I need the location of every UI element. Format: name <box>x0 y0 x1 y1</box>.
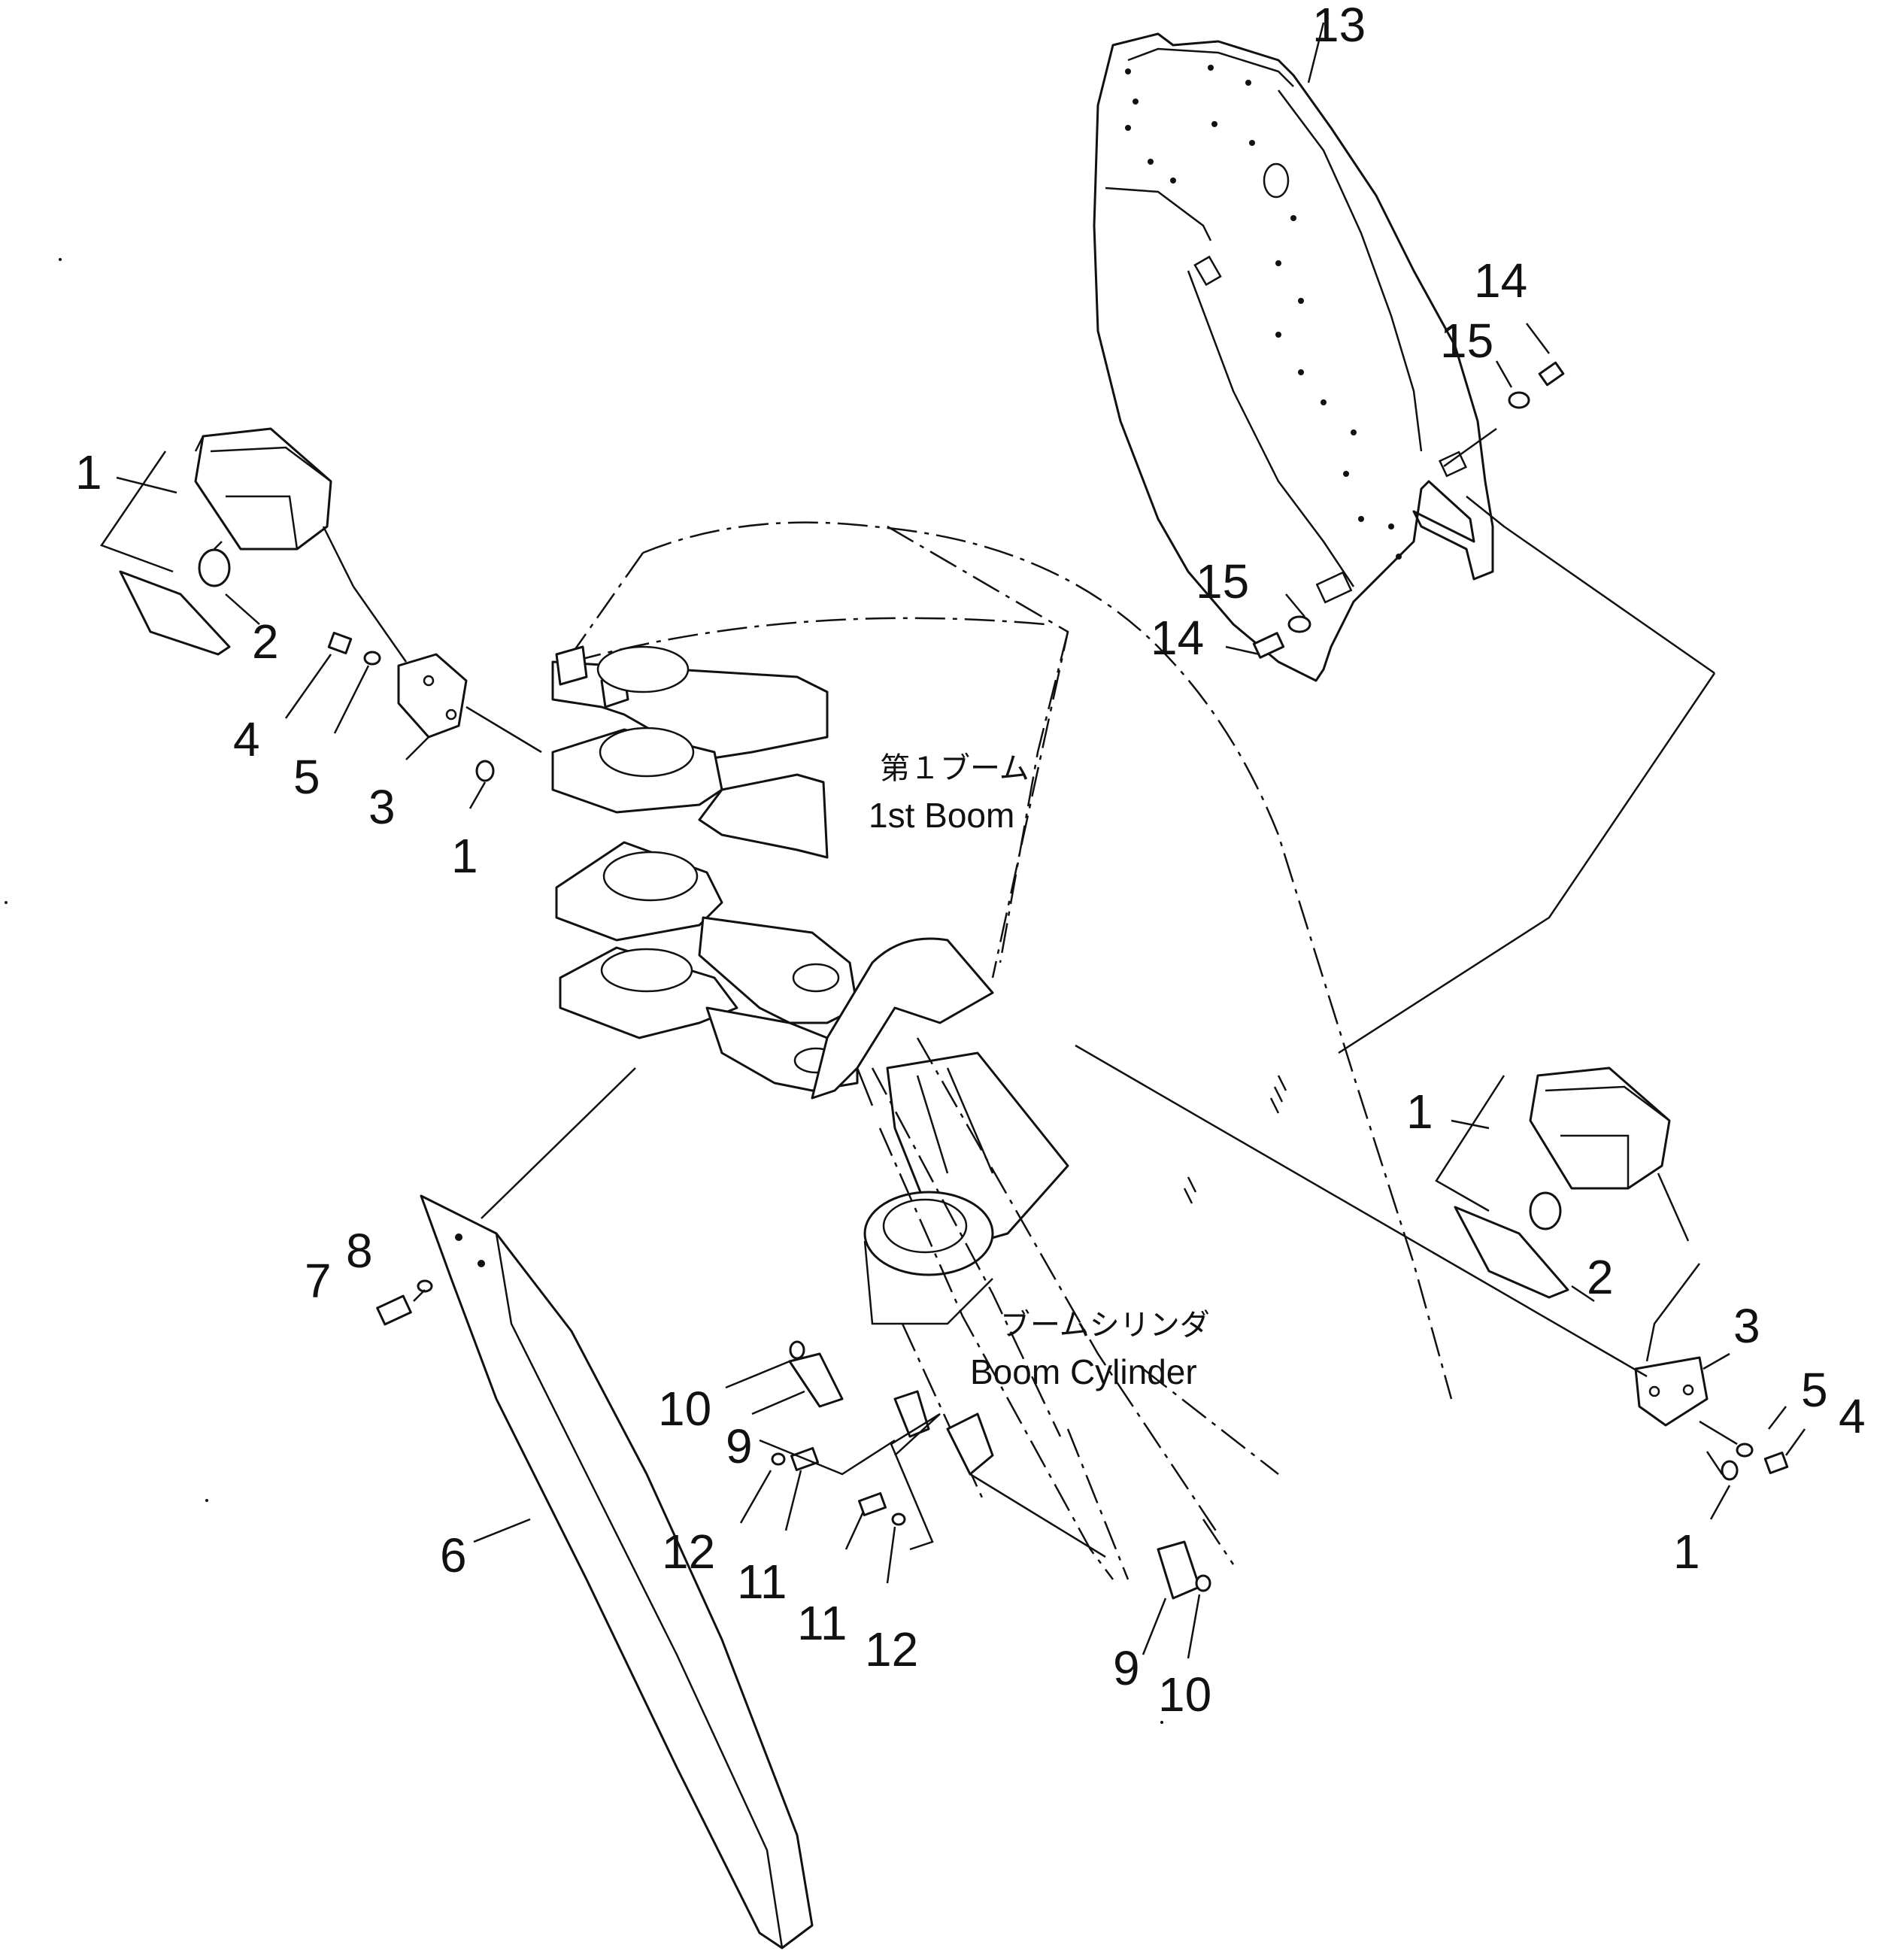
callout-1-left-nut: 1 <box>451 829 478 883</box>
callout-14-mid: 14 <box>1151 611 1204 665</box>
cover-bolt-holes <box>1125 65 1402 560</box>
callout-11-lower: 11 <box>797 1596 847 1650</box>
callout-3-right: 3 <box>1733 1299 1760 1353</box>
boom-cylinder-label-jp: ブームシリンダ <box>1000 1308 1210 1343</box>
callout-12-upper: 12 <box>662 1525 715 1579</box>
callout-4-right: 4 <box>1839 1389 1866 1443</box>
callout-15-mid: 15 <box>1196 554 1249 608</box>
callout-1-top-left: 1 <box>75 445 102 499</box>
callout-numbers: 13 14 15 15 14 1 2 4 5 3 1 1 2 3 5 4 1 7… <box>75 0 1866 1722</box>
light-assembly-left <box>119 427 495 782</box>
callout-8: 8 <box>346 1224 373 1278</box>
callout-14-top: 14 <box>1474 253 1527 308</box>
light-assembly-right <box>1454 1066 1789 1481</box>
leader-lines <box>100 22 1806 1659</box>
callout-6: 6 <box>440 1528 467 1582</box>
first-boom-label-jp: 第１ブーム <box>880 751 1029 786</box>
first-boom-label-en: 1st Boom <box>869 796 1014 835</box>
callout-1-right: 1 <box>1406 1085 1433 1139</box>
callout-10-upper: 10 <box>658 1382 711 1436</box>
callout-15-top: 15 <box>1440 314 1493 368</box>
boom-cylinder-label-en: Boom Cylinder <box>970 1352 1197 1391</box>
callout-11-upper: 11 <box>737 1555 787 1609</box>
callout-5-left: 5 <box>293 750 320 804</box>
small-hardware <box>376 361 1565 1600</box>
callout-7: 7 <box>305 1254 332 1308</box>
component-labels: 第１ブーム 1st Boom ブームシリンダ Boom Cylinder <box>869 751 1210 1391</box>
callout-3-left: 3 <box>368 780 396 834</box>
cover-part-13 <box>1093 32 1494 682</box>
callout-1-right-nut: 1 <box>1673 1525 1700 1579</box>
guard-plate-part-6 <box>420 1194 814 1949</box>
callout-2-right: 2 <box>1587 1250 1614 1304</box>
callout-5-right: 5 <box>1801 1363 1828 1417</box>
callout-9-lower: 9 <box>1113 1641 1140 1695</box>
callout-13: 13 <box>1312 0 1366 52</box>
callout-10-lower: 10 <box>1158 1667 1211 1722</box>
callout-12-lower: 12 <box>865 1622 918 1676</box>
callout-4-left: 4 <box>233 712 260 766</box>
callout-9-upper: 9 <box>726 1419 753 1473</box>
boom-foot-bracket <box>551 645 1069 1325</box>
callout-2-top-left: 2 <box>252 614 279 669</box>
